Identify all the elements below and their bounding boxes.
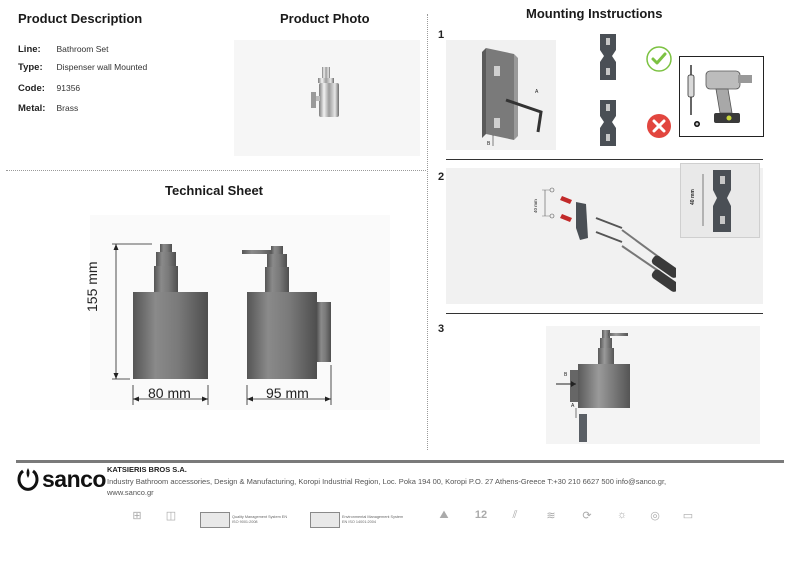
technical-drawing — [112, 243, 332, 405]
step1-label-a: A — [535, 89, 539, 95]
corrosion-icon: ◎ — [650, 510, 660, 522]
product-photo-title: Product Photo — [280, 11, 370, 26]
sanco-logo: sanco — [16, 466, 106, 493]
cross-icon — [647, 114, 671, 138]
iso-14001-logo — [310, 512, 340, 528]
step3-label-b: B — [564, 372, 568, 378]
step-divider-2 — [446, 313, 763, 314]
packaging-icon: ▭ — [682, 510, 694, 522]
technical-sheet-title: Technical Sheet — [165, 183, 264, 198]
step-divider-1 — [446, 159, 763, 160]
greece-map-icon: ⛰ — [439, 509, 449, 521]
step1-label-b: B — [487, 141, 491, 147]
eco-icon: ☼ — [616, 509, 628, 521]
step2-illustration — [542, 187, 676, 292]
company-website[interactable]: www.sanco.gr — [107, 488, 154, 497]
tools-box — [679, 56, 764, 137]
brand-name: sanco — [42, 466, 106, 492]
bracket-incorrect-icon — [600, 100, 616, 146]
spec-key: Line: — [18, 44, 41, 55]
step2-bracket-icon — [702, 170, 731, 232]
company-name: KATSIERIS BROS S.A. — [107, 465, 187, 474]
bracket-allen-key-illustration — [482, 48, 543, 146]
step-number-3: 3 — [438, 323, 445, 335]
divider-vertical-center — [427, 14, 428, 450]
bracket-correct-icon — [600, 34, 616, 80]
step-number-1: 1 — [438, 29, 445, 41]
brass-quality-icon: ◫ — [165, 510, 177, 522]
spec-row-metal: Metal: Brass — [18, 103, 78, 114]
warranty-years-icon: 12 — [474, 509, 488, 521]
step2-dimension-small: 40 mm — [533, 199, 538, 213]
product-photo-image — [311, 67, 339, 117]
finish-icon: ⫽ — [512, 509, 518, 521]
step3-label-a: A — [571, 403, 575, 409]
height-dimension-label: 155 mm — [84, 261, 100, 312]
step3-illustration — [556, 330, 630, 442]
step2-dimension-card: 40 mm — [690, 189, 696, 205]
iso-14001-badge: Environmental Management System EN ISO 1… — [310, 509, 408, 531]
spec-key: Metal: — [18, 103, 46, 114]
spec-key: Type: — [18, 62, 43, 73]
front-view — [133, 244, 208, 379]
divider-horizontal-left — [6, 170, 426, 171]
spec-value: Brass — [56, 103, 79, 113]
spec-value: 91356 — [56, 83, 81, 93]
sanco-logo-icon — [17, 467, 39, 491]
iso-9001-logo — [200, 512, 230, 528]
screwdriver-drill-icon — [687, 65, 752, 127]
step1-bracket-panel — [446, 40, 556, 150]
spec-value: Bathroom Set — [56, 44, 109, 54]
company-address: Industry Bathroom accessories, Design & … — [107, 477, 667, 486]
mounting-instructions-title: Mounting Instructions — [526, 6, 663, 21]
iso-9001-text: Quality Management System EN ISO 9001:20… — [232, 515, 288, 524]
iso-14001-text: Environmental Management System EN ISO 1… — [342, 515, 404, 524]
spec-row-type: Type: Dispenser wall Mounted — [18, 62, 147, 73]
easy-install-icon: ⟳ — [582, 510, 592, 522]
spec-value: Dispenser wall Mounted — [56, 62, 148, 72]
water-icon: ≋ — [546, 510, 556, 522]
check-icon — [646, 46, 672, 72]
width-side-dimension-label: 95 mm — [266, 385, 309, 401]
width-front-dimension-label: 80 mm — [148, 385, 191, 401]
iso-9001-badge: Quality Management System EN ISO 9001:20… — [200, 509, 292, 531]
step-number-2: 2 — [438, 171, 445, 183]
footer-divider — [16, 460, 784, 463]
spec-row-code: Code: 91356 — [18, 83, 80, 94]
spec-key: Code: — [18, 83, 45, 94]
made-in-greece-icon: ⊞ — [132, 510, 142, 522]
step2-bracket-card — [680, 163, 760, 238]
side-view — [242, 246, 331, 379]
spec-row-line: Line: Bathroom Set — [18, 44, 109, 55]
product-description-title: Product Description — [18, 11, 143, 26]
product-photo-panel — [234, 40, 420, 156]
